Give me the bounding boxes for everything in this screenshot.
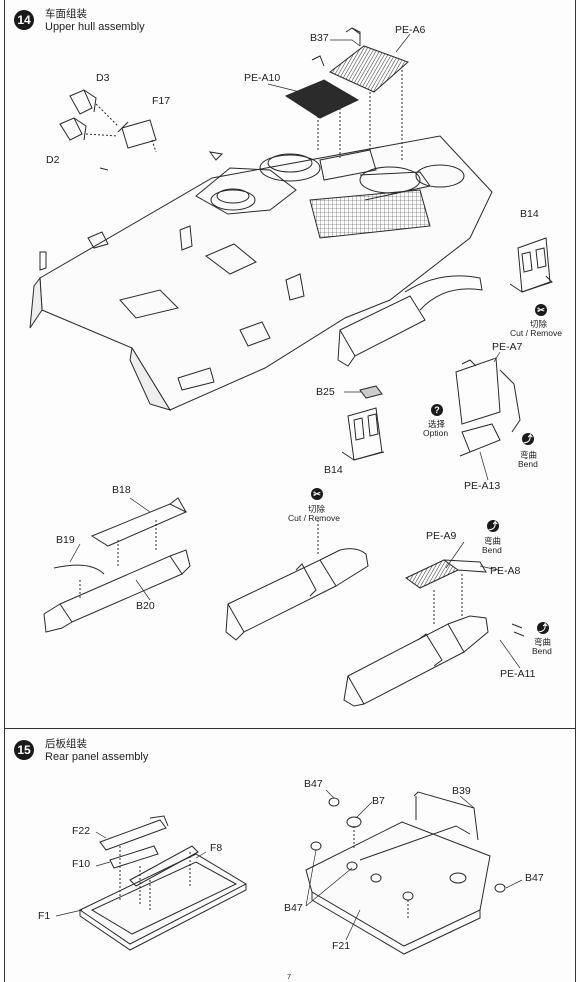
step-15-title-en: Rear panel assembly [45, 751, 149, 763]
label-b37: B37 [310, 32, 329, 44]
upper-hull-part [29, 135, 493, 411]
bend2-en: Bend [482, 545, 502, 555]
label-f8: F8 [210, 842, 223, 854]
leader-lines-14 [69, 33, 521, 669]
option-icon: ? [431, 404, 443, 416]
cut-center-cn: 切除 [308, 504, 326, 514]
label-pe-a9: PE-A9 [426, 530, 457, 542]
pe-a11-muffler [343, 559, 525, 707]
f1-rear-panel [79, 815, 248, 951]
bend1-en: Bend [518, 459, 538, 469]
parts-d2-d3-f17 [59, 89, 157, 153]
label-f17: F17 [152, 95, 171, 107]
label-b47-left: B47 [284, 902, 303, 914]
label-pe-a10: PE-A10 [244, 72, 281, 84]
label-f21: F21 [332, 940, 351, 952]
cut-icon: ✂ [535, 304, 547, 316]
b25-part [359, 385, 383, 399]
bend2-cn: 弯曲 [484, 536, 502, 546]
leader-lines-15 [55, 789, 523, 941]
bend-icon: ⤴ [537, 622, 549, 634]
label-pe-a7: PE-A7 [492, 341, 523, 353]
hull-exhaust [337, 275, 483, 367]
label-pe-a11: PE-A11 [500, 668, 536, 680]
step-15-badge: 15 [14, 740, 34, 760]
label-b39: B39 [452, 785, 471, 797]
page-border-right [575, 0, 576, 982]
b14-right-part [509, 237, 553, 293]
label-d3: D3 [96, 72, 110, 84]
label-b47-right: B47 [525, 872, 544, 884]
b18-b20-assembly [43, 497, 191, 633]
label-b7: B7 [372, 795, 385, 807]
label-b19: B19 [56, 534, 75, 546]
page-border-left [4, 0, 5, 982]
label-pe-a8: PE-A8 [490, 565, 521, 577]
label-b20: B20 [136, 600, 155, 612]
label-b18: B18 [112, 484, 131, 496]
label-d2: D2 [46, 154, 60, 166]
step-14-title-cn: 车面组装 [45, 8, 87, 20]
b14-center-part [341, 407, 385, 461]
pe-a7-jerrycan [455, 357, 521, 457]
label-b47-top: B47 [304, 778, 323, 790]
bend3-cn: 弯曲 [534, 637, 552, 647]
step-14-badge: 14 [14, 10, 34, 30]
bend1-cn: 弯曲 [520, 450, 538, 460]
label-pe-a13: PE-A13 [464, 480, 501, 492]
label-b14-right: B14 [520, 208, 539, 220]
label-f22: F22 [72, 825, 91, 837]
label-f1: F1 [38, 910, 51, 922]
label-pe-a6: PE-A6 [395, 24, 426, 36]
pe-a6-mesh [329, 27, 409, 160]
center-muffler [225, 520, 369, 641]
label-f10: F10 [72, 858, 91, 870]
bend3-en: Bend [532, 646, 552, 656]
bend-icon: ⤴ [522, 433, 534, 445]
step-15-title-cn: 后板组装 [45, 738, 87, 750]
cut-right-cn: 切除 [530, 319, 548, 329]
step-divider [4, 728, 576, 729]
cut-icon: ✂ [311, 488, 323, 500]
f21-rear-panel [305, 791, 506, 955]
label-b25: B25 [316, 386, 335, 398]
option-cn: 选择 [428, 419, 446, 429]
bend-icon: ⤴ [487, 520, 499, 532]
label-b14-center: B14 [324, 464, 343, 476]
cut-center-en: Cut / Remove [288, 513, 340, 523]
page-number: 7 [287, 972, 292, 981]
option-en: Option [423, 428, 449, 438]
step-14-drawing [29, 27, 553, 707]
step-14-title-en: Upper hull assembly [45, 21, 145, 33]
cut-right-en: Cut / Remove [510, 328, 562, 338]
pe-a10-plate [284, 55, 360, 160]
